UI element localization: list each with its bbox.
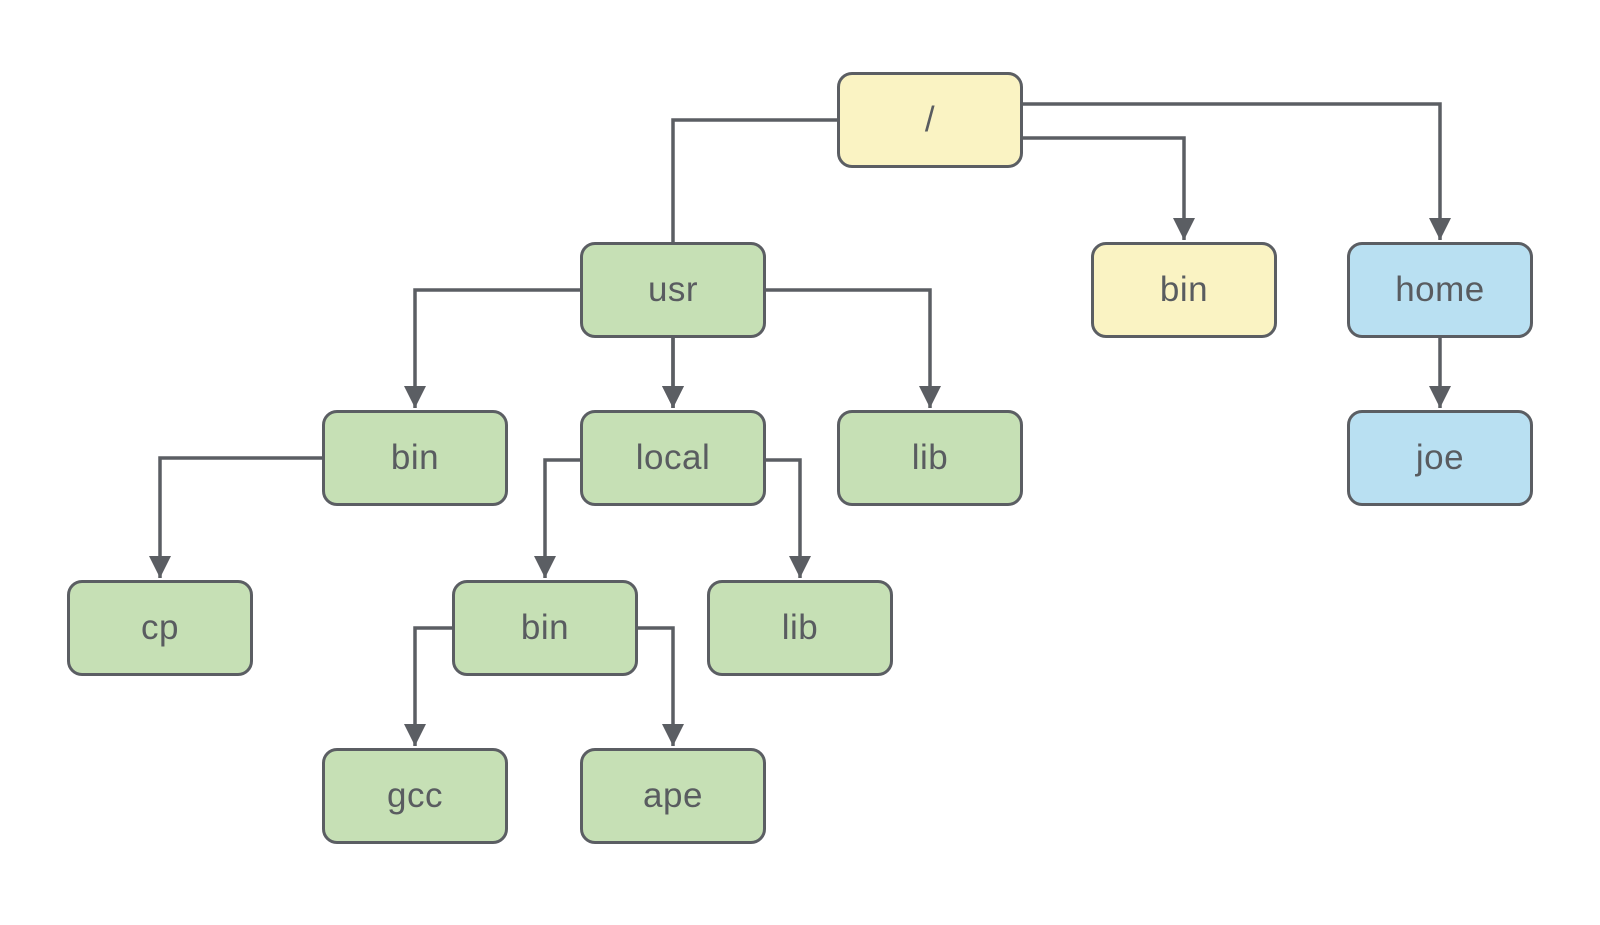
edge-local-bin-to-ape (638, 626, 684, 746)
node-label-gcc: gcc (387, 775, 443, 815)
node-usr: usr (580, 242, 766, 338)
node-label-usr-bin: bin (390, 437, 440, 477)
edge-usr-local-to-local-bin (534, 458, 580, 578)
node-label-cp: cp (141, 607, 179, 647)
edge-root-to-bin-root (1023, 136, 1195, 240)
node-label-bin-root: bin (1159, 269, 1209, 309)
edge-usr-to-usr-lib (766, 288, 941, 408)
edge-root-to-home (1023, 102, 1451, 240)
node-usr-local: local (580, 410, 766, 506)
node-root: / (837, 72, 1023, 168)
edge-usr-local-to-local-lib (766, 458, 811, 578)
node-label-joe: joe (1415, 437, 1465, 477)
node-cp: cp (67, 580, 253, 676)
node-local-bin: bin (452, 580, 638, 676)
node-gcc: gcc (322, 748, 508, 844)
edge-usr-bin-to-cp (149, 456, 322, 578)
node-label-root: / (924, 99, 936, 139)
node-ape: ape (580, 748, 766, 844)
node-label-usr-local: local (635, 437, 711, 477)
node-bin-root: bin (1091, 242, 1277, 338)
node-usr-bin: bin (322, 410, 508, 506)
node-local-lib: lib (707, 580, 893, 676)
node-label-usr-lib: lib (911, 437, 949, 477)
edge-usr-to-usr-bin (404, 288, 580, 408)
node-joe: joe (1347, 410, 1533, 506)
node-label-home: home (1395, 269, 1485, 309)
node-usr-lib: lib (837, 410, 1023, 506)
node-label-local-bin: bin (520, 607, 570, 647)
node-label-local-lib: lib (781, 607, 819, 647)
edge-local-bin-to-gcc (404, 626, 452, 746)
node-home: home (1347, 242, 1533, 338)
node-label-ape: ape (643, 775, 703, 815)
node-label-usr: usr (647, 269, 699, 309)
